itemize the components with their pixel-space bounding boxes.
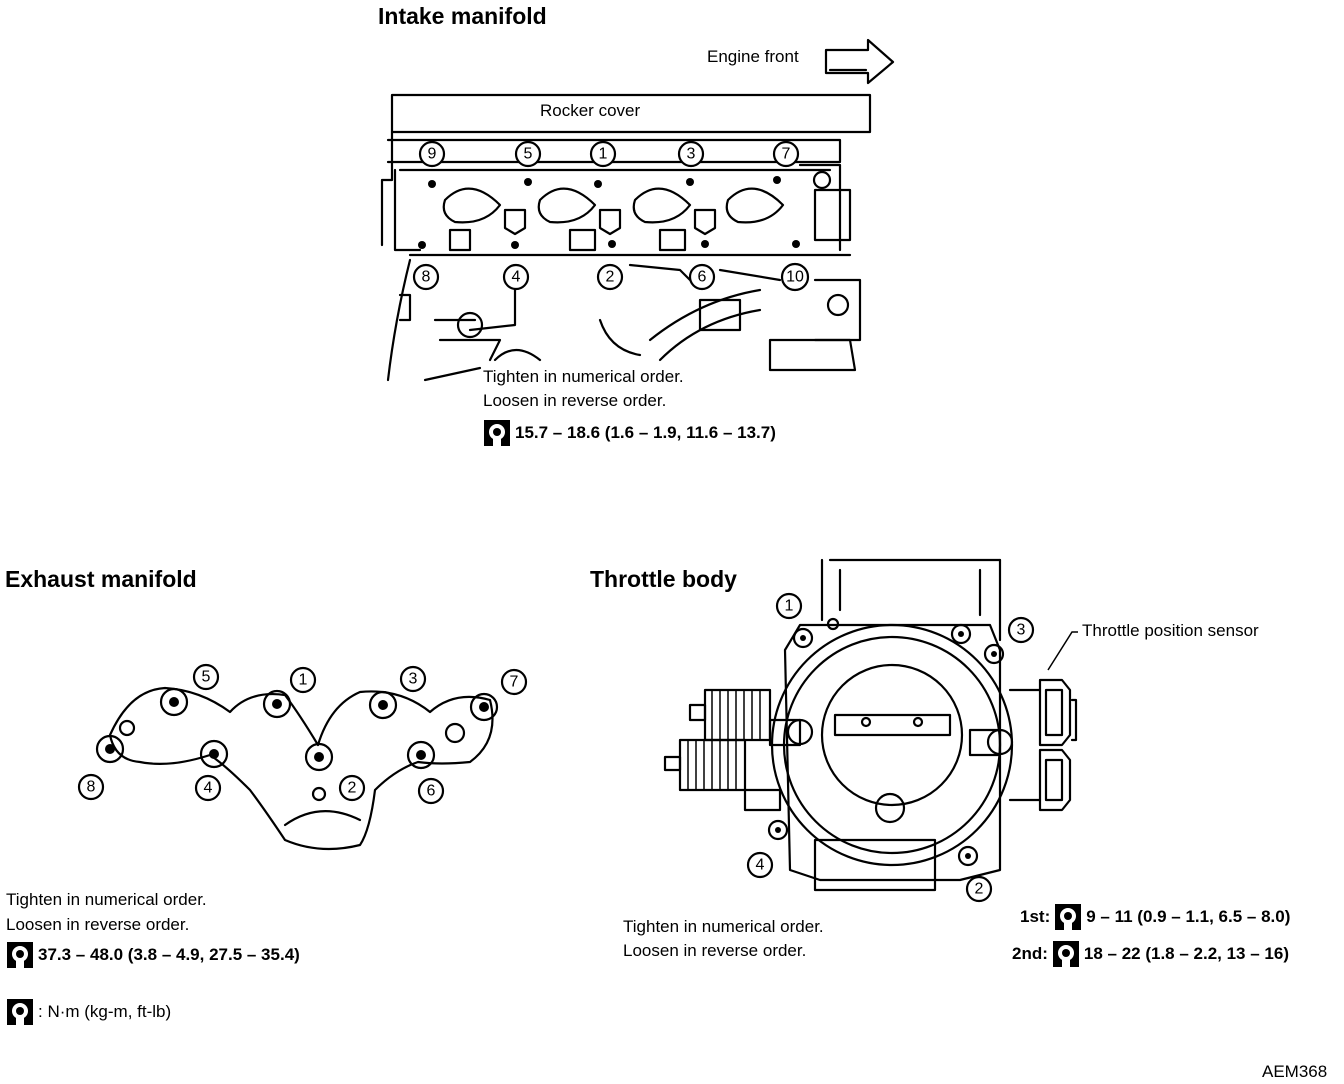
intake-instruction-tighten: Tighten in numerical order.	[483, 367, 684, 386]
throttle-bolt-3: 3	[1017, 622, 1026, 639]
intake-bolt-6: 6	[698, 269, 707, 286]
intake-bolt-callouts: 9 5 1 3 7 8 4 2 6 10	[412, 140, 810, 292]
exhaust-bolt-1: 1	[299, 672, 308, 689]
exhaust-manifold-drawing	[95, 686, 499, 851]
rocker-cover-label: Rocker cover	[540, 101, 641, 120]
arrow-right-icon	[824, 38, 895, 85]
unit-legend-text: : N·m (kg-m, ft-lb)	[38, 1002, 172, 1021]
throttle-torque-second: 2nd: 18 – 22 (1.8 – 2.2, 13 – 16)	[1012, 940, 1289, 968]
exhaust-bolt-7: 7	[510, 674, 519, 691]
first-stage-label: 1st:	[1020, 907, 1051, 926]
torque-wrench-icon	[1052, 941, 1079, 967]
intake-instruction-loosen: Loosen in reverse order.	[483, 391, 667, 410]
exhaust-instruction-tighten: Tighten in numerical order.	[6, 890, 207, 909]
tps-label: Throttle position sensor	[1082, 621, 1259, 640]
intake-torque-spec: 15.7 – 18.6 (1.6 – 1.9, 11.6 – 13.7)	[483, 419, 776, 447]
throttle-title: Throttle body	[590, 566, 737, 592]
exhaust-torque-value: 37.3 – 48.0 (3.8 – 4.9, 27.5 – 35.4)	[38, 945, 300, 964]
exhaust-bolt-callouts: 5 1 3 7 8 4 2 6	[77, 663, 528, 805]
throttle-torque-first: 1st: 9 – 11 (0.9 – 1.1, 6.5 – 8.0)	[1020, 903, 1290, 931]
intake-bolt-10: 10	[786, 269, 804, 286]
throttle-instruction-loosen: Loosen in reverse order.	[623, 941, 807, 960]
intake-title: Intake manifold	[378, 3, 547, 29]
exhaust-bolt-8: 8	[87, 779, 96, 796]
exhaust-bolt-6: 6	[427, 783, 436, 800]
exhaust-title: Exhaust manifold	[5, 566, 197, 592]
exhaust-torque-spec: 37.3 – 48.0 (3.8 – 4.9, 27.5 – 35.4)	[6, 941, 300, 969]
second-stage-label: 2nd:	[1012, 944, 1048, 963]
exhaust-instruction-loosen: Loosen in reverse order.	[6, 915, 190, 934]
exhaust-bolt-5: 5	[202, 669, 211, 686]
throttle-bolt-1: 1	[785, 598, 794, 615]
exhaust-bolt-2: 2	[348, 780, 357, 797]
intake-bolt-7: 7	[782, 146, 791, 163]
torque-wrench-icon	[484, 420, 510, 446]
intake-manifold-drawing	[380, 93, 872, 382]
intake-bolt-1: 1	[599, 146, 608, 163]
intake-torque-value: 15.7 – 18.6 (1.6 – 1.9, 11.6 – 13.7)	[515, 423, 776, 442]
intake-bolt-3: 3	[687, 146, 696, 163]
intake-bolt-2: 2	[606, 269, 615, 286]
exhaust-bolt-3: 3	[409, 671, 418, 688]
unit-legend: : N·m (kg-m, ft-lb)	[6, 998, 171, 1026]
intake-bolt-4: 4	[512, 269, 521, 286]
throttle-bolt-4: 4	[756, 857, 765, 874]
throttle-bolt-2: 2	[975, 881, 984, 898]
throttle-bolt-callouts: 1 3 4 2	[746, 592, 1035, 903]
throttle-body-drawing	[663, 558, 1078, 892]
exhaust-bolt-4: 4	[204, 780, 213, 797]
figure-code: AEM368	[1262, 1062, 1328, 1081]
intake-bolt-5: 5	[524, 146, 533, 163]
second-stage-torque: 18 – 22 (1.8 – 2.2, 13 – 16)	[1083, 944, 1289, 963]
engine-front-label: Engine front	[707, 47, 799, 66]
intake-bolt-9: 9	[428, 146, 437, 163]
first-stage-torque: 9 – 11 (0.9 – 1.1, 6.5 – 8.0)	[1086, 907, 1291, 926]
intake-bolt-8: 8	[422, 269, 431, 286]
throttle-instruction-tighten: Tighten in numerical order.	[623, 917, 824, 936]
torque-wrench-icon	[1055, 904, 1082, 930]
torque-wrench-icon	[7, 942, 33, 968]
torque-wrench-icon	[7, 999, 33, 1025]
